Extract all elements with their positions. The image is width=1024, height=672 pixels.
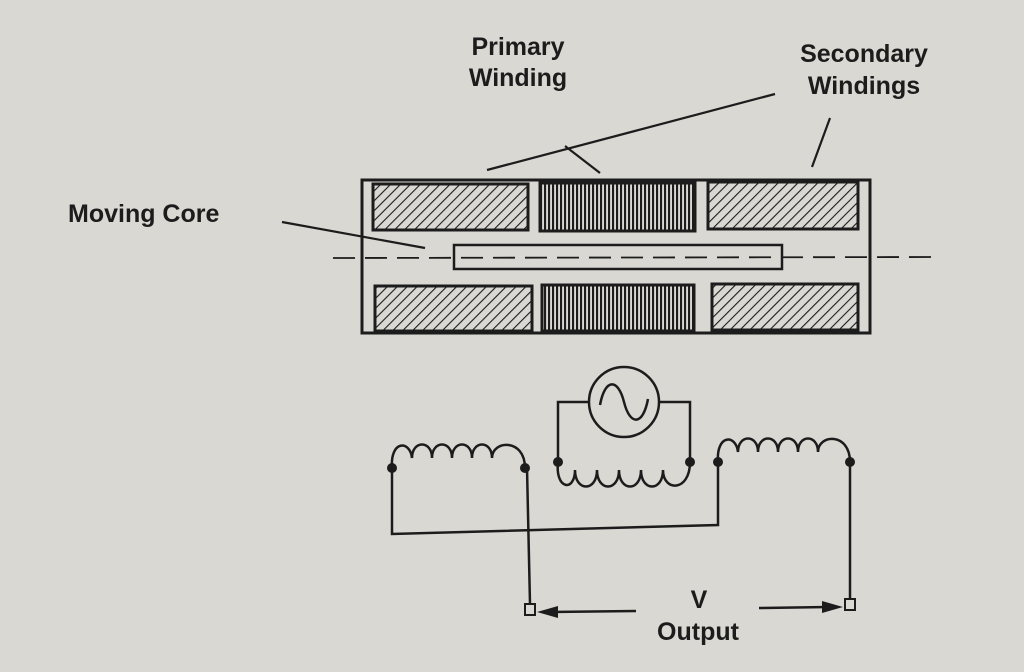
secondary-winding-top-right <box>706 180 860 231</box>
terminal-dot <box>713 457 723 467</box>
secondary-label-line2: Windings <box>808 72 920 100</box>
primary-label-line2: Winding <box>469 64 567 92</box>
secondary-coil-left-symbol <box>390 443 527 469</box>
source-wire <box>659 400 692 462</box>
sine-wave-icon <box>598 383 650 421</box>
output-label: Output <box>657 618 740 646</box>
primary-winding-top <box>538 181 697 233</box>
primary-coil-symbol <box>556 461 692 488</box>
terminal-dot <box>553 457 563 467</box>
terminal-dot <box>387 463 397 473</box>
moving-core-leader <box>281 220 426 250</box>
secondary-label-line1: Secondary <box>800 40 928 68</box>
secondary-coil-right-symbol <box>716 437 852 463</box>
secondary-winding-bottom-left <box>373 284 534 333</box>
secondary-leader-left <box>486 92 776 172</box>
output-terminal-left <box>524 603 536 616</box>
arrowhead-right <box>822 601 843 613</box>
primary-label-line1: Primary <box>471 33 564 61</box>
primary-leader <box>564 145 601 174</box>
source-wire <box>556 400 589 462</box>
output-wire-left <box>525 467 532 605</box>
voltage-label: V <box>691 586 708 614</box>
secondary-winding-top-left <box>371 182 530 232</box>
secondary-winding-bottom-right <box>710 282 860 332</box>
primary-winding-bottom <box>540 283 696 333</box>
arrow-left <box>549 609 637 614</box>
terminal-dot <box>685 457 695 467</box>
centerline <box>332 256 936 259</box>
secondary-leader-right <box>810 117 832 168</box>
arrowhead-left <box>537 606 558 618</box>
arrow-right <box>758 605 829 610</box>
terminal-dot <box>845 457 855 467</box>
output-terminal-right <box>844 598 856 611</box>
moving-core-label: Moving Core <box>68 200 219 228</box>
series-wire <box>390 462 720 536</box>
terminal-dot <box>520 463 530 473</box>
